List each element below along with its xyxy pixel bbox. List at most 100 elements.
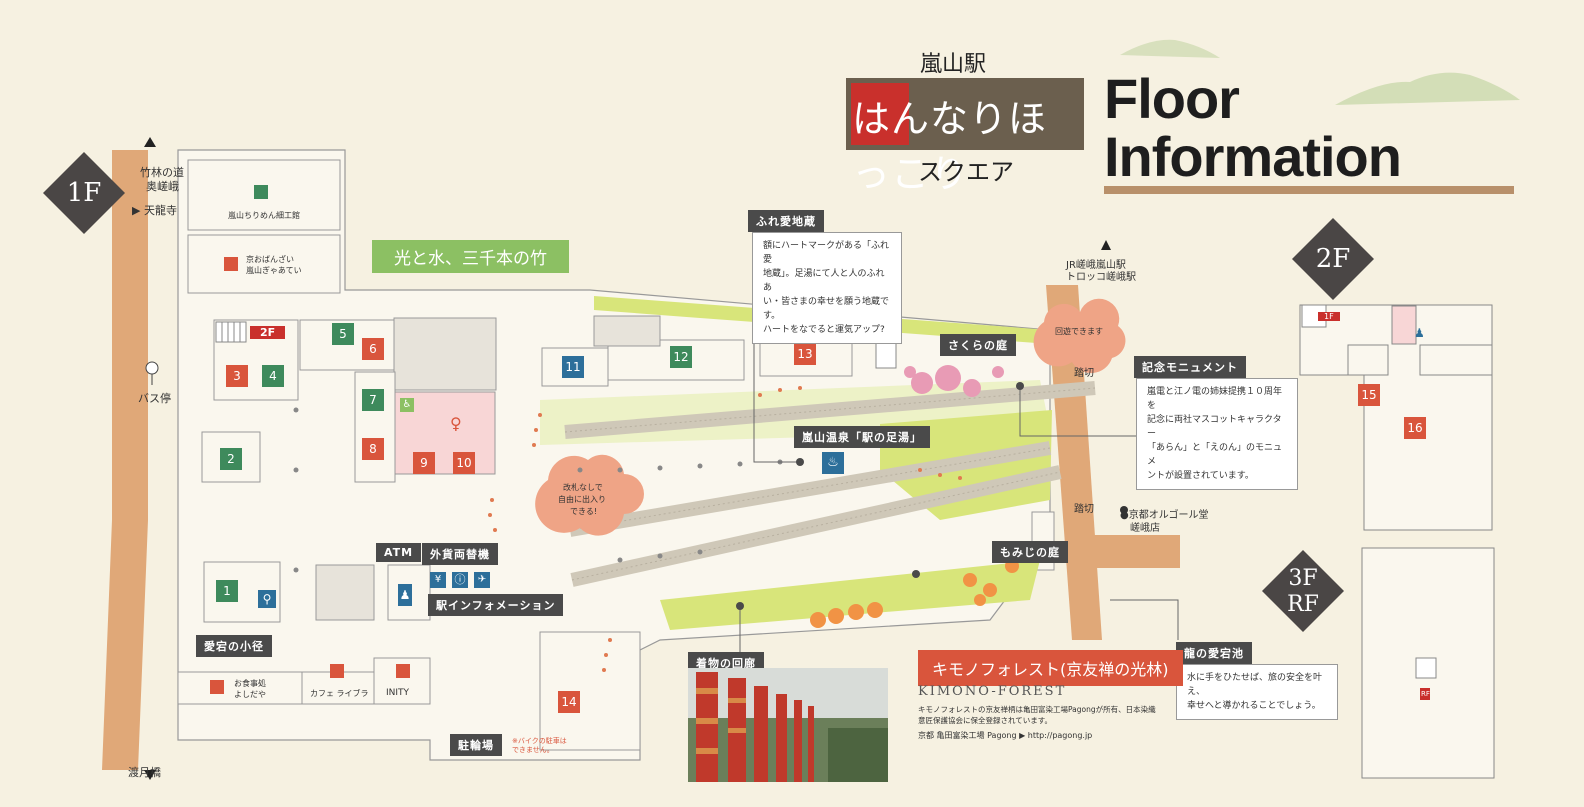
cafe-marker	[330, 664, 344, 678]
marker-12[interactable]: 12	[670, 346, 692, 368]
sakura-garden-label: さくらの庭	[940, 334, 1016, 356]
chirimen-label: 嵐山ちりめん細工館	[228, 211, 300, 220]
bicycle-note-1: ※バイクの駐車は	[512, 737, 567, 745]
fureai-jizo-text: 額にハートマークがある「ふれ愛 地蔵」。足湯にて人と人のふれあ い・皆さまの幸せ…	[752, 232, 902, 344]
marker-6[interactable]: 6	[362, 338, 384, 360]
obanzai-label-1: 京おばんざい	[246, 255, 294, 264]
marker-11[interactable]: 11	[562, 356, 584, 378]
free-entry-text-2: 自由に出入り	[558, 495, 606, 504]
free-entry-cloud	[535, 454, 644, 536]
marker-5[interactable]: 5	[332, 323, 354, 345]
floor-title: Floor	[1104, 67, 1240, 130]
marker-10[interactable]: 10	[453, 452, 475, 474]
room-block-gray	[393, 317, 497, 391]
marker-13[interactable]: 13	[794, 343, 816, 365]
room-14-block	[539, 631, 641, 751]
marker-7[interactable]: 7	[362, 389, 384, 411]
togetsukyo-label: 渡月橋	[128, 766, 161, 779]
ryu-pond-title: 龍の愛宕池	[1176, 642, 1252, 664]
info-icon: ⓘ	[452, 572, 468, 588]
side-road-right	[1082, 535, 1180, 568]
torokko-label: トロッコ嵯峨駅	[1066, 272, 1136, 283]
monument-title: 記念モニュメント	[1134, 356, 1246, 378]
inity-label: INITY	[386, 688, 410, 698]
kimono-forest-photo	[688, 668, 888, 782]
shokuji-block	[177, 671, 303, 705]
marker-16[interactable]: 16	[1404, 417, 1426, 439]
kimono-forest-desc: キモノフォレストの京友禅柄は亀田富染工場Pagongが所有、日本染織 意匠保護協…	[918, 705, 1156, 725]
main-road-left	[102, 150, 148, 770]
tenryuji-label: ▶ 天龍寺	[132, 204, 177, 217]
floor-2f-plan	[1299, 304, 1493, 531]
fureai-jizo-title: ふれ愛地蔵	[748, 210, 824, 232]
orgel-label-2: 嵯峨店	[1130, 523, 1160, 534]
footbath-icon: ♨	[822, 452, 844, 474]
marker-2[interactable]: 2	[220, 448, 242, 470]
kimono-forest-title: キモノフォレスト(京友禅の光林)	[918, 650, 1183, 686]
shop-obanzai-block	[187, 234, 341, 294]
floor-2f-label: 2F	[1315, 244, 1351, 274]
shokuji-label-2: よしだや	[234, 690, 266, 699]
logo-text: はんなりほっこり	[852, 97, 1048, 196]
marker-3[interactable]: 3	[226, 365, 248, 387]
inity-marker	[396, 664, 410, 678]
crossing-label-1: 踏切	[1074, 368, 1094, 379]
title-underline	[1104, 186, 1514, 194]
monument-text: 嵐電と江ノ電の姉妹提携１０周年を 記念に両社マスコットキャラクター 「あらん」と…	[1136, 378, 1298, 490]
bicycle-parking-label: 駐輪場	[450, 734, 502, 756]
stairs-rf-sign: RF	[1420, 688, 1430, 700]
free-entry-text-3: できる!	[570, 507, 598, 516]
bus-stop-sign	[145, 361, 159, 375]
arrow-down-bridge	[144, 770, 156, 780]
stairs-1f-sign: 1F	[1318, 312, 1340, 321]
bamboo-road-label: 竹林の道	[140, 166, 184, 179]
exchange-label: 外貨両替機	[422, 543, 498, 565]
marker-8[interactable]: 8	[362, 438, 384, 460]
bicycle-note-2: できません。	[512, 746, 554, 754]
loop-cloud	[1033, 298, 1126, 374]
ryu-pond-text: 水に手をひたせば、旅の安全を叶え、 幸せへと導かれることでしょう。	[1176, 664, 1338, 720]
shokuji-marker	[210, 680, 224, 694]
exchange-icon: ¥	[430, 572, 446, 588]
bicycle-icon: ⚲	[258, 590, 276, 608]
stairs-1f	[215, 321, 247, 343]
floor-3f-label: 3F	[1288, 566, 1318, 591]
wheelchair-icon: ♿	[400, 398, 414, 412]
obanzai-label-2: 嵐山ぎゃあてい	[246, 266, 302, 275]
okusaga-label: 奥嵯峨	[146, 180, 179, 193]
arrow-up-jr	[1101, 240, 1111, 250]
mountain-deco	[1335, 72, 1520, 105]
jr-station-label: JR嵯峨嵐山駅	[1066, 260, 1126, 271]
atago-path-label: 愛宕の小径	[196, 635, 272, 657]
arrow-up-bamboo	[144, 137, 156, 147]
marker-4[interactable]: 4	[262, 365, 284, 387]
information-title: Information	[1104, 125, 1402, 188]
cafe-label: カフェ ライブラ	[310, 689, 369, 698]
shokuji-label-1: お食事処	[234, 679, 266, 688]
hikari-area-label: 光と水、三千本の竹	[372, 240, 569, 273]
crossing-label-2: 踏切	[1074, 504, 1094, 515]
marker-14[interactable]: 14	[558, 691, 580, 713]
free-entry-text-1: 改札なしで	[563, 483, 603, 492]
kimono-forest-en: KIMONO-FOREST	[918, 684, 1067, 699]
marker-15[interactable]: 15	[1358, 384, 1380, 406]
chirimen-marker	[254, 185, 268, 199]
marker-1[interactable]: 1	[216, 580, 238, 602]
stairs-2f-sign: 2F	[250, 326, 286, 339]
room-gray-2	[593, 315, 661, 347]
momiji-garden-label: もみじの庭	[992, 541, 1068, 563]
toilet-2f-icon: ♟	[1414, 326, 1425, 340]
bus-stop-label: バス停	[138, 392, 171, 405]
atm-label: ATM	[376, 543, 422, 562]
logo-sub: スクエア	[918, 158, 1014, 186]
room-gray-3	[315, 564, 375, 621]
ashiyu-label: 嵐山温泉「駅の足湯」	[794, 426, 930, 448]
floor-1f-label: 1F	[66, 178, 102, 208]
kimono-forest-credit: 京都 亀田富染工場 Pagong ▶ http://pagong.jp	[918, 731, 1093, 740]
station-info-label: 駅インフォメーション	[428, 594, 564, 616]
marker-9[interactable]: 9	[413, 452, 435, 474]
loop-text: 回遊できます	[1055, 327, 1103, 336]
dotted-paths	[488, 386, 962, 672]
wifi-icon: ✈	[474, 572, 490, 588]
